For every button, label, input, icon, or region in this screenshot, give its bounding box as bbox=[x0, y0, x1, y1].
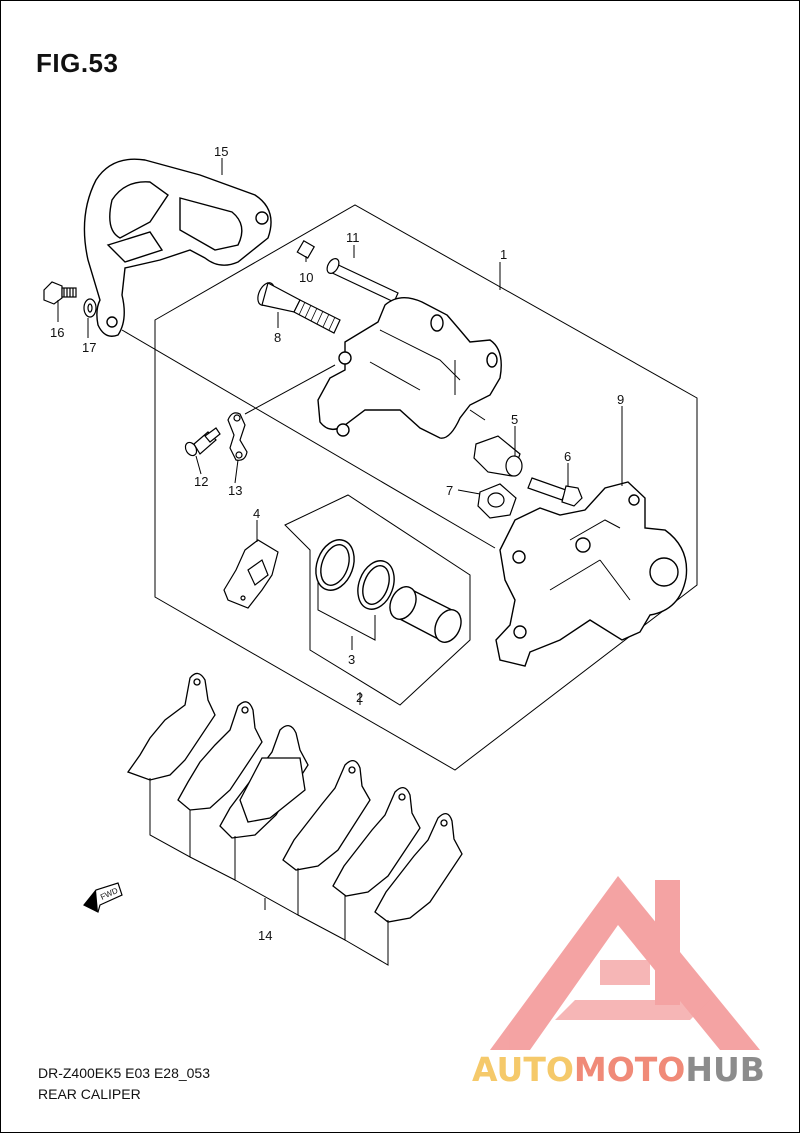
callout-3: 3 bbox=[348, 652, 355, 667]
guard-washer bbox=[83, 298, 97, 318]
pad-leader-bracket bbox=[149, 778, 389, 966]
callout-8: 8 bbox=[274, 330, 281, 345]
watermark-text: AUTOMOTOHUB bbox=[472, 1050, 765, 1089]
watermark-moto: MOTO bbox=[573, 1050, 686, 1089]
bleeder-cap bbox=[227, 412, 248, 461]
figure-title: FIG.53 bbox=[36, 48, 119, 78]
callout-6: 6 bbox=[564, 449, 571, 464]
caliper-body bbox=[495, 481, 688, 667]
caliper-guard bbox=[83, 158, 272, 337]
pad-spring bbox=[223, 539, 279, 609]
watermark-logo bbox=[490, 876, 760, 1050]
callout-17: 17 bbox=[82, 340, 96, 355]
watermark-hub: HUB bbox=[685, 1050, 765, 1089]
callout-11: 11 bbox=[346, 230, 360, 245]
guard-bolt bbox=[43, 281, 77, 305]
callout-2: 2 bbox=[356, 690, 363, 705]
model-code: DR-Z400EK5 E03 E28_053 bbox=[38, 1065, 210, 1081]
assembly-box-2 bbox=[284, 494, 471, 706]
leader-lines bbox=[57, 158, 623, 705]
watermark-auto: AUTO bbox=[472, 1050, 574, 1089]
caliper-piston bbox=[389, 586, 462, 643]
callout-labels: 1 2 3 4 5 6 7 8 9 10 11 12 13 14 15 16 1… bbox=[50, 144, 624, 943]
dust-seal bbox=[357, 560, 395, 610]
bolt-6 bbox=[527, 477, 583, 507]
brake-pad-set bbox=[126, 672, 463, 923]
callout-5: 5 bbox=[511, 412, 518, 427]
boot-5 bbox=[473, 435, 523, 477]
caliper-pin bbox=[296, 239, 399, 303]
figure-name: REAR CALIPER bbox=[38, 1086, 141, 1102]
boot-7 bbox=[477, 483, 517, 519]
callout-7: 7 bbox=[446, 483, 453, 498]
bleeder-screw bbox=[184, 427, 221, 457]
callout-12: 12 bbox=[194, 474, 208, 489]
callout-13: 13 bbox=[228, 483, 242, 498]
piston-seal bbox=[315, 539, 355, 591]
fwd-arrow-icon: FWD bbox=[83, 882, 123, 913]
callout-1: 1 bbox=[500, 247, 507, 262]
assembly-box-3 bbox=[317, 580, 376, 641]
callout-14: 14 bbox=[258, 928, 272, 943]
callout-10: 10 bbox=[299, 270, 313, 285]
caliper-holder bbox=[317, 297, 502, 439]
callout-15: 15 bbox=[214, 144, 228, 159]
callout-9: 9 bbox=[617, 392, 624, 407]
callout-4: 4 bbox=[253, 506, 260, 521]
callout-16: 16 bbox=[50, 325, 64, 340]
assembly-box-1 bbox=[154, 204, 698, 771]
caliper-bolt bbox=[257, 282, 341, 334]
